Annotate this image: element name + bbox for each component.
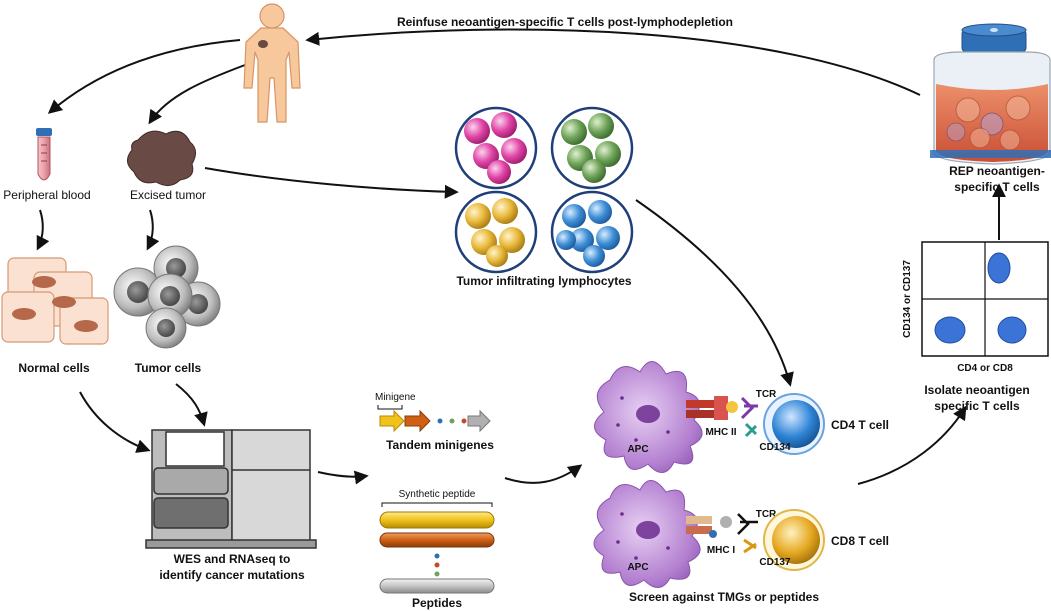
rep-label-line2: specific T cells	[954, 180, 1040, 194]
peptides-label: Peptides	[412, 596, 462, 610]
body-to-blood-arrow	[47, 39, 241, 114]
excised-tumor-label: Excised tumor	[130, 188, 206, 202]
tandem-minigenes-label: Tandem minigenes	[386, 438, 494, 452]
cd137-label: CD137	[759, 557, 791, 568]
til-wells-group	[454, 106, 634, 274]
tumor-to-tumorcells-arrow	[146, 209, 160, 251]
cd8-t-cell-label: CD8 T cell	[831, 534, 889, 548]
peptide-antigen-mhc-i	[720, 516, 732, 528]
flask-icon	[930, 23, 1051, 165]
tumorcells-to-seq-arrow	[175, 383, 208, 427]
reinfuse-arrow	[305, 28, 921, 96]
til-well-green	[550, 106, 634, 190]
tumor-to-til-arrow	[204, 167, 459, 199]
wes-label-line2: identify cancer mutations	[159, 568, 305, 582]
sequencer-icon	[145, 429, 317, 549]
blood-tube-icon	[36, 128, 52, 181]
mhc-ii-molecule	[686, 396, 728, 420]
peptide-bars	[379, 511, 495, 594]
apc-cd4-group: APC MHC II TCR CD134 CD4 T cell	[594, 361, 889, 473]
minigene-label: Minigene	[375, 392, 416, 403]
seq-to-minigenes-arrow	[317, 470, 369, 485]
til-well-blue	[550, 190, 634, 274]
cd134-label: CD134	[759, 442, 791, 453]
rep-label-line1: REP neoantigen-	[949, 164, 1045, 178]
tumor-mass-icon	[127, 130, 196, 186]
tcr-receptor-cd4	[740, 396, 758, 420]
mhc-i-molecule	[686, 516, 717, 538]
wes-label-line1: WES and RNAseq to	[174, 552, 291, 566]
screen-to-isolate-arrow	[857, 405, 967, 485]
minigene-arrows	[379, 409, 491, 433]
flow-dot-left	[934, 316, 966, 344]
peptide-antigen	[726, 401, 738, 413]
apc-label-bottom: APC	[627, 562, 648, 573]
mhc-i-label: MHC I	[707, 545, 736, 556]
minigenes-to-screen-arrow	[504, 464, 583, 484]
cd137-receptor	[743, 538, 757, 554]
tcr-label-top: TCR	[756, 389, 777, 400]
flow-dot-positive	[987, 252, 1011, 284]
peripheral-blood-label: Peripheral blood	[3, 188, 90, 202]
body-to-tumor-arrow	[148, 64, 246, 125]
normal-cells-label: Normal cells	[18, 361, 90, 375]
tcr-receptor-cd8	[737, 513, 758, 535]
cd134-receptor	[744, 422, 758, 438]
synthetic-peptide-bracket	[381, 502, 493, 507]
cd4-t-cell-label: CD4 T cell	[831, 418, 889, 432]
screen-label: Screen against TMGs or peptides	[629, 590, 819, 604]
flow-quadrant-plot	[921, 241, 1049, 357]
flow-x-axis-label: CD4 or CD8	[957, 363, 1013, 374]
blood-to-normal-arrow	[36, 209, 50, 251]
tumor-cells-label: Tumor cells	[135, 361, 202, 375]
reinfuse-label: Reinfuse neoantigen-specific T cells pos…	[397, 15, 733, 29]
til-well-yellow	[454, 190, 538, 274]
human-body-icon	[243, 3, 301, 123]
normal-to-seq-arrow	[79, 391, 151, 453]
apc-label-top: APC	[627, 444, 648, 455]
mhc-ii-label: MHC II	[705, 427, 736, 438]
til-well-pink	[454, 106, 538, 190]
minigene-bracket	[377, 405, 403, 410]
til-to-screen-arrow	[635, 199, 794, 387]
isolate-label-line1: Isolate neoantigen	[924, 383, 1029, 397]
arrows	[36, 28, 1006, 485]
flow-dot-right	[997, 316, 1027, 344]
tumor-cells-group	[113, 245, 221, 349]
synthetic-peptide-label: Synthetic peptide	[399, 489, 476, 500]
tumor-site-mark	[258, 40, 268, 48]
apc-cd8-group: APC MHC I TCR CD137 CD8 T cell	[593, 480, 889, 588]
normal-cells-group	[1, 257, 109, 345]
tcr-label-bottom: TCR	[756, 509, 777, 520]
isolate-label-line2: specific T cells	[934, 399, 1020, 413]
til-label: Tumor infiltrating lymphocytes	[456, 274, 631, 288]
flow-y-axis-label: CD134 or CD137	[902, 260, 913, 338]
